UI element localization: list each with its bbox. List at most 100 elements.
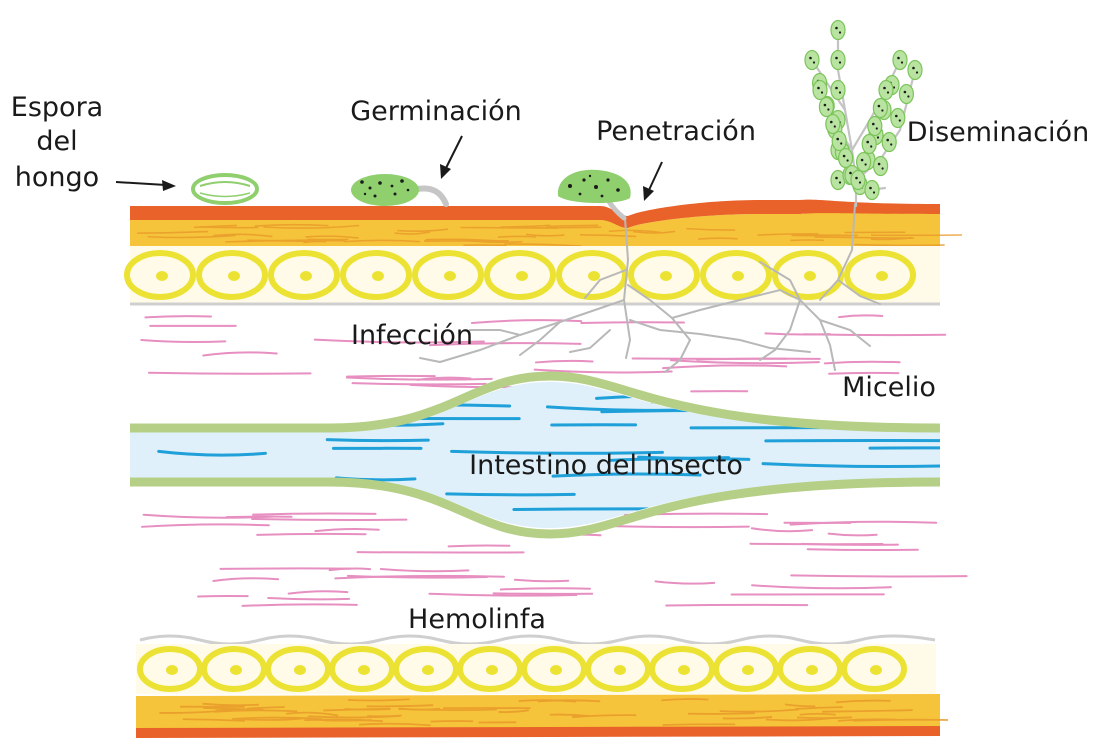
conidium bbox=[831, 51, 845, 70]
fiber bbox=[353, 383, 486, 384]
conidium-dot bbox=[847, 159, 849, 161]
conidium bbox=[893, 51, 907, 70]
cell-nucleus bbox=[550, 665, 562, 675]
conidium-dot bbox=[907, 95, 909, 97]
gut-fiber bbox=[447, 494, 575, 495]
fiber bbox=[839, 315, 882, 317]
conidium-dot bbox=[869, 187, 872, 190]
upper-integument bbox=[127, 200, 962, 304]
cell-nucleus bbox=[228, 271, 240, 281]
conidium-dot bbox=[890, 143, 892, 145]
conidium-dot bbox=[835, 177, 838, 180]
cell-nucleus bbox=[156, 271, 168, 281]
fiber bbox=[257, 534, 365, 535]
lower-integument bbox=[136, 636, 948, 738]
fiber bbox=[449, 545, 510, 546]
label-penetration: Penetración bbox=[596, 116, 756, 147]
fiber bbox=[501, 588, 590, 589]
conidium-dot bbox=[839, 181, 841, 183]
cell-nucleus bbox=[166, 665, 178, 675]
conidium-dot bbox=[817, 87, 820, 90]
conidium-dot bbox=[813, 61, 815, 63]
conidium-dot bbox=[895, 115, 898, 118]
gut-fiber bbox=[514, 509, 715, 510]
fiber bbox=[253, 514, 376, 515]
lower-cuticle-layer bbox=[136, 726, 940, 738]
conidium-dot bbox=[870, 145, 872, 147]
conidium-dot bbox=[836, 138, 839, 141]
conidium-dot bbox=[827, 108, 829, 110]
germinating-spore bbox=[351, 174, 446, 206]
gut-fiber bbox=[275, 410, 337, 412]
cell-nucleus bbox=[870, 665, 882, 675]
cell-nucleus bbox=[876, 271, 888, 281]
labels: Espora del hongo Germinación Penetración… bbox=[11, 92, 1089, 635]
conidium-dot bbox=[887, 91, 889, 93]
fiber bbox=[347, 376, 435, 377]
conidium-dot bbox=[835, 27, 838, 30]
fiber bbox=[149, 373, 311, 374]
fiber bbox=[581, 322, 684, 323]
cell-nucleus bbox=[806, 665, 818, 675]
gut-fiber bbox=[248, 396, 342, 398]
gut-fiber bbox=[884, 505, 963, 507]
fiber bbox=[141, 340, 225, 342]
cell-nucleus bbox=[422, 665, 434, 675]
label-germination: Germinación bbox=[350, 96, 522, 127]
conidium-dot bbox=[824, 104, 827, 107]
cell-nucleus bbox=[300, 271, 312, 281]
label-spore-line-3: hongo bbox=[15, 162, 99, 193]
conidium-dot bbox=[859, 181, 861, 183]
gut-fiber bbox=[310, 405, 510, 407]
streak bbox=[498, 236, 536, 237]
conidium-dot bbox=[876, 127, 878, 129]
fiber bbox=[252, 519, 406, 520]
conidium-dot bbox=[901, 61, 903, 63]
conidium-dot bbox=[916, 71, 918, 73]
cell-nucleus bbox=[678, 665, 690, 675]
streak bbox=[460, 228, 558, 229]
arrow-germination bbox=[446, 136, 462, 168]
fiber bbox=[671, 360, 819, 363]
streak bbox=[688, 713, 755, 714]
fiber bbox=[655, 581, 714, 583]
conidium bbox=[832, 132, 846, 151]
fiber bbox=[536, 361, 593, 363]
conidium bbox=[831, 21, 845, 40]
fiber bbox=[663, 365, 786, 368]
fiber bbox=[198, 596, 248, 597]
conidium-dot bbox=[830, 121, 833, 124]
fiber bbox=[213, 578, 278, 581]
conidium-dot bbox=[855, 177, 858, 180]
conidium-dot bbox=[840, 142, 842, 144]
fiber bbox=[145, 316, 211, 317]
label-gut: Intestino del insecto bbox=[469, 450, 743, 481]
cell-nucleus bbox=[742, 665, 754, 675]
conidium-dot bbox=[881, 109, 883, 111]
arrow-penetration bbox=[649, 162, 662, 190]
conidium bbox=[826, 115, 840, 134]
cell-nucleus bbox=[660, 271, 672, 281]
gut-fiber bbox=[816, 490, 999, 492]
fiber bbox=[203, 352, 276, 355]
gut-fiber bbox=[327, 440, 428, 441]
fiber bbox=[515, 580, 568, 581]
conidium-dot bbox=[877, 136, 879, 138]
fiber bbox=[808, 549, 918, 550]
conidium-dot bbox=[849, 172, 852, 175]
gut-fiber bbox=[715, 405, 826, 407]
fiber bbox=[666, 605, 807, 606]
conidium-dot bbox=[872, 123, 875, 126]
conidium-dot bbox=[904, 91, 907, 94]
label-dissemination: Diseminación bbox=[907, 117, 1089, 148]
conidium bbox=[899, 85, 913, 104]
streak bbox=[431, 721, 473, 722]
arrow-spore bbox=[116, 182, 166, 185]
streak bbox=[854, 245, 944, 246]
fiber bbox=[381, 569, 469, 571]
fiber bbox=[242, 604, 356, 606]
conidium bbox=[805, 51, 819, 70]
gut-fiber bbox=[191, 407, 398, 410]
conidium-dot bbox=[912, 67, 915, 70]
